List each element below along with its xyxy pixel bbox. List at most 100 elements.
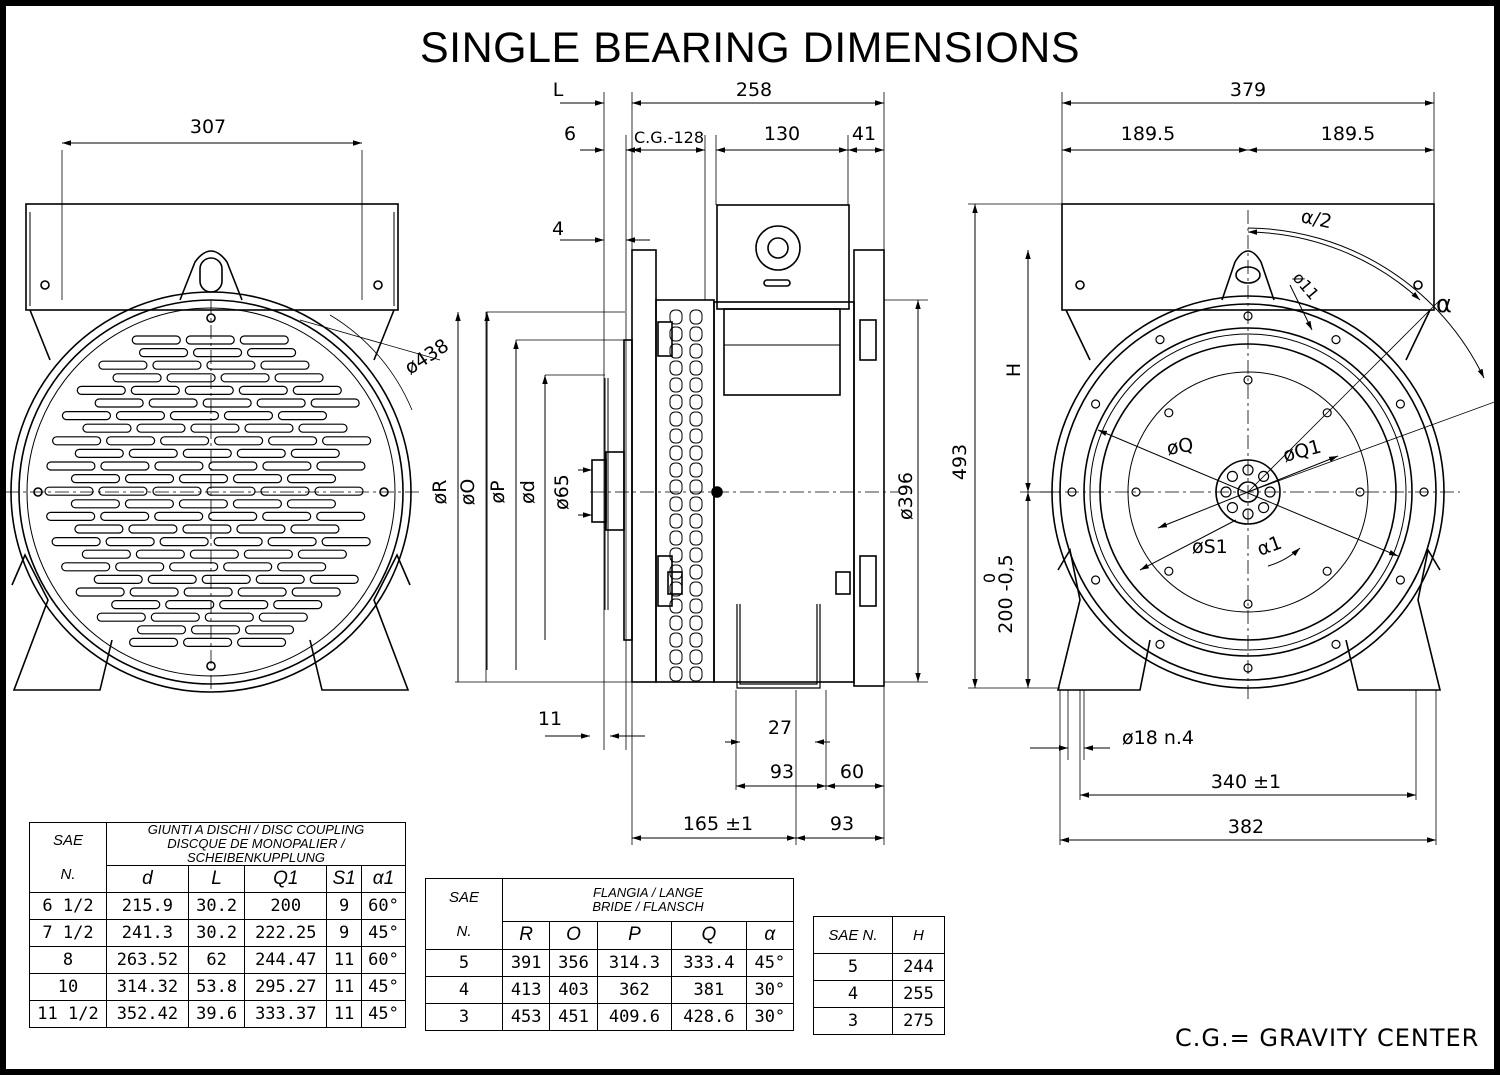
vent-slot: [190, 625, 241, 635]
vent-slot: [321, 536, 371, 547]
vent-slot: [129, 587, 179, 597]
vent-slot: [260, 360, 310, 370]
vent-slot: [136, 423, 186, 433]
disc-col-alpha1: α1: [360, 865, 407, 893]
disc-col-S1: S1: [326, 865, 362, 893]
side-label-oR: øR: [429, 480, 451, 505]
side-label-130: 130: [764, 123, 800, 145]
bolt-hole: [1243, 375, 1253, 385]
vent-slot: [74, 524, 124, 534]
disc-table-cell: 241.3: [106, 919, 189, 947]
vent-slot: [223, 562, 273, 572]
vent-slot: [165, 599, 215, 610]
side-label-93b: 93: [830, 813, 854, 835]
vent-slot: [192, 348, 243, 358]
disc-table-cell: 8: [29, 946, 107, 974]
stator-rib: [669, 411, 683, 427]
disc-table-cell: 53.8: [187, 973, 246, 1001]
vent-slot: [208, 461, 258, 471]
front-diameter-label: ø438: [401, 335, 453, 380]
vent-slot: [239, 335, 289, 345]
stator-rib: [669, 360, 683, 376]
side-label-L: L: [553, 79, 564, 101]
flange-col-P: P: [596, 920, 673, 951]
side-flange: [631, 249, 657, 683]
stator-rib: [689, 360, 703, 376]
vent-slot: [236, 524, 286, 534]
vent-slot: [267, 536, 317, 547]
disc-table-cell: 30.2: [187, 892, 246, 920]
flange-col-alpha: α: [745, 920, 795, 951]
stator-rib: [669, 428, 683, 444]
flange-table-cell: 3: [425, 1003, 503, 1031]
disc-table-cell: 333.37: [244, 1000, 328, 1028]
vent-slot: [46, 511, 96, 522]
flange-table-cell: 391: [501, 949, 551, 977]
flange-col-Q: Q: [671, 920, 747, 951]
disc-table-cell: 314.32: [106, 973, 189, 1001]
side-label-oP: øP: [487, 480, 509, 503]
stator-rib: [689, 649, 703, 665]
flange-n-text: N.: [456, 922, 472, 940]
disc-table-cell: 9: [326, 919, 362, 947]
vent-slot: [81, 549, 131, 559]
h-col-h: H: [891, 916, 946, 954]
stator-rib: [669, 513, 683, 529]
bolt-hole: [1090, 575, 1101, 585]
stator-rib: [669, 343, 683, 359]
stator-rib: [689, 411, 703, 427]
disc-table-cell: 10: [29, 973, 107, 1001]
vent-slot: [128, 524, 178, 534]
vent-slot: [46, 461, 96, 471]
bolt-hole: [1395, 575, 1406, 585]
side-label-4: 4: [552, 218, 564, 240]
vent-slot: [124, 499, 174, 509]
disc-table-cell: 215.9: [106, 892, 189, 920]
disc-table-cell: 263.52: [106, 946, 189, 974]
end-label-493: 493: [949, 444, 971, 480]
stator-rib: [669, 394, 683, 410]
flange-table-cell: 30°: [745, 1003, 795, 1031]
disc-sae-text: SAE: [52, 832, 83, 849]
disc-table-cell: 244.47: [244, 946, 328, 974]
bolt-hole: [1322, 408, 1332, 418]
stator-rib: [669, 649, 683, 665]
stator-rib: [689, 666, 703, 682]
bolt-hole: [1395, 399, 1406, 409]
gravity-center-mark: [711, 486, 723, 498]
stator-rib: [669, 445, 683, 461]
side-rear-shield: [853, 249, 885, 687]
front-view: [5, 140, 441, 693]
stator-rib: [669, 666, 683, 682]
vent-slot: [128, 448, 178, 458]
disc-table-cell: 11: [326, 1000, 362, 1028]
vent-slot: [277, 411, 328, 421]
vent-slot: [136, 625, 187, 635]
vent-slot: [246, 348, 297, 358]
vent-slot: [220, 373, 270, 383]
bolt-hole: [1243, 599, 1253, 609]
bolt-hole: [1164, 566, 1174, 576]
vent-slot: [124, 474, 175, 484]
side-label-258: 258: [736, 79, 772, 101]
front-vent-grille: [44, 335, 372, 648]
vent-slot: [182, 448, 232, 458]
disc-table-cell: 9: [326, 892, 362, 920]
vent-slot: [115, 411, 166, 421]
end-label-o18: ø18 n.4: [1122, 727, 1194, 749]
side-label-60: 60: [840, 761, 864, 783]
disc-table-cell: 45°: [360, 1000, 407, 1028]
disc-table-sae-header: SAE N.: [29, 822, 107, 893]
stator-rib: [669, 547, 683, 563]
flange-table-cell: 381: [671, 976, 747, 1004]
vent-slot: [112, 373, 162, 383]
vent-slot: [182, 637, 233, 648]
stator-rib: [689, 343, 703, 359]
disc-table-cell: 60°: [360, 946, 407, 974]
end-label-oQ1: øQ1: [1281, 436, 1324, 467]
vent-slot: [44, 486, 94, 496]
vent-slot: [52, 436, 102, 446]
